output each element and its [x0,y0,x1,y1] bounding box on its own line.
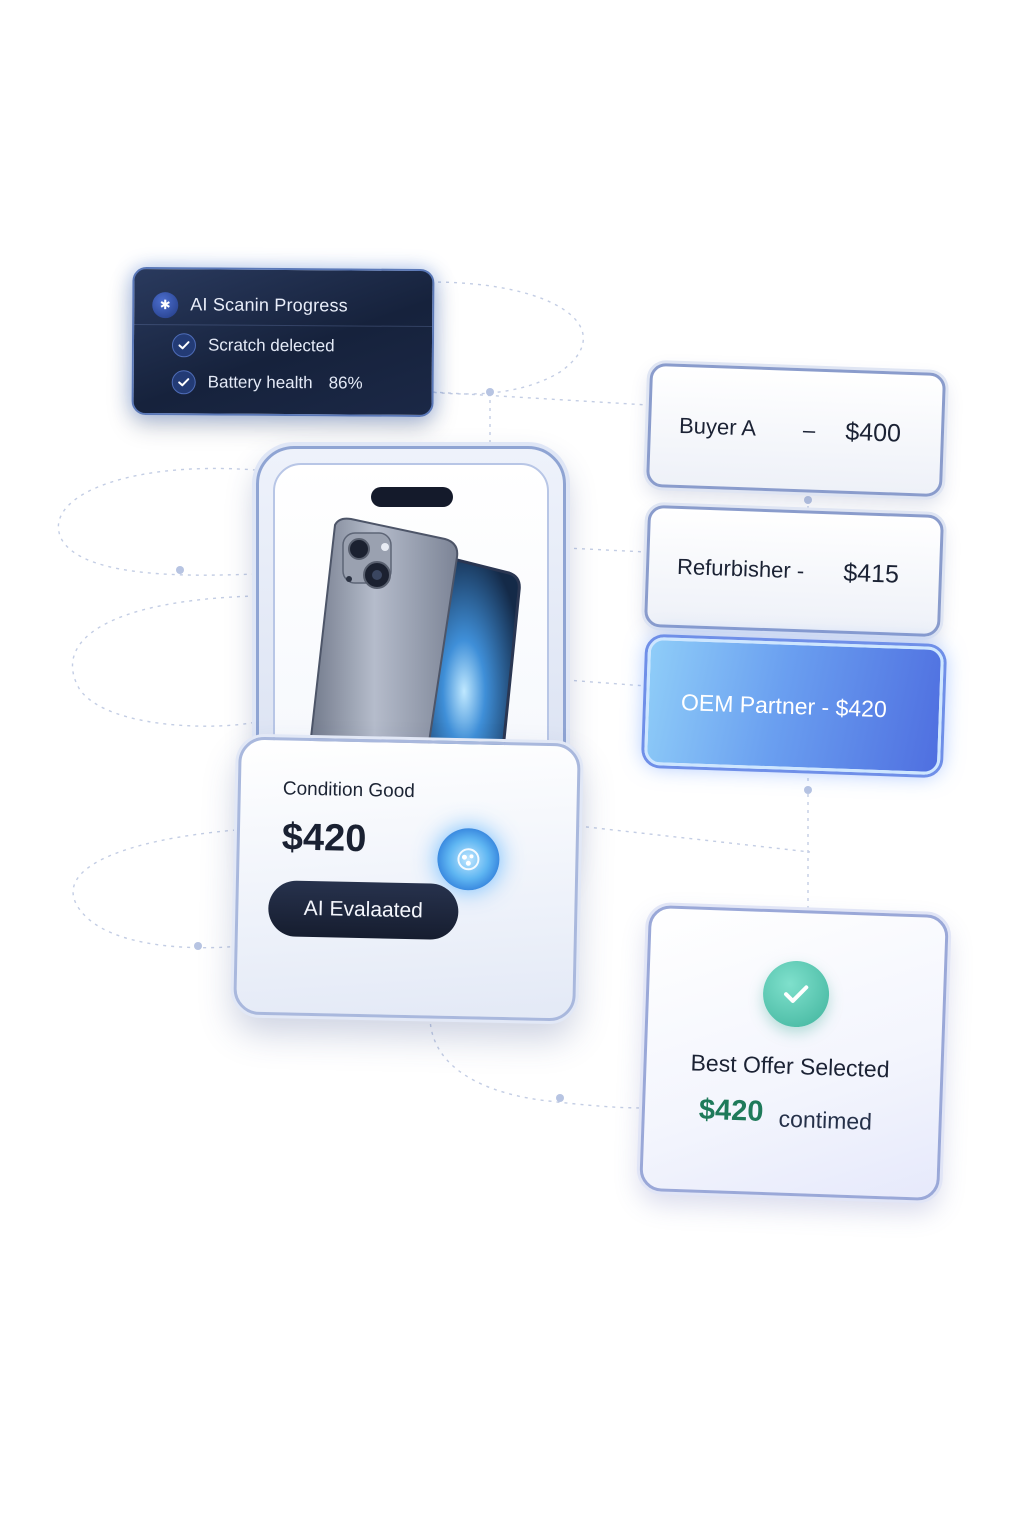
offer-amount: $400 [844,417,902,448]
condition-label: Condition Good [282,778,416,803]
offer-refurbisher[interactable]: Refurbisher - $415 [643,504,945,638]
scan-item-label: Scratch delected [207,335,335,356]
best-offer-price: $420 [698,1093,764,1128]
offer-oem-label: OEM Partner - $420 [680,688,888,722]
offer-oem-partner[interactable]: OEM Partner - $420 [643,636,945,776]
ai-scan-panel: ✱ AI Scanin Progress Scratch delected Ba… [131,266,435,418]
check-circle-icon [761,959,831,1029]
scan-item-battery: Battery health 86% [171,370,363,395]
scan-panel-header: ✱ AI Scanin Progress [134,268,433,328]
bug-scan-icon: ✱ [152,291,179,318]
evaluated-price: $420 [281,816,367,861]
best-offer-status: contimed [778,1105,873,1135]
offer-separator: – [802,417,816,443]
scan-item-label: Battery health [207,372,313,393]
offer-buyer-name: Buyer A [678,412,757,441]
ai-glow-icon [436,827,501,891]
phone-notch [371,487,453,507]
battery-health-value: 86% [328,373,363,393]
offer-buyer-name: Refurbisher - [676,553,805,584]
offer-buyer-a[interactable]: Buyer A – $400 [645,362,947,498]
scan-panel-title: AI Scanin Progress [190,294,349,316]
ai-evaluated-button[interactable]: AI Evalaated [267,880,459,941]
condition-card: Condition Good $420 AI Evalaated [233,736,581,1022]
best-offer-card: Best Offer Selected $420 contimed [639,904,949,1202]
scan-item-scratch: Scratch delected [171,333,335,358]
offer-amount: $415 [842,558,900,589]
best-offer-title: Best Offer Selected [690,1049,890,1083]
check-icon [171,333,197,358]
check-icon [171,370,196,395]
